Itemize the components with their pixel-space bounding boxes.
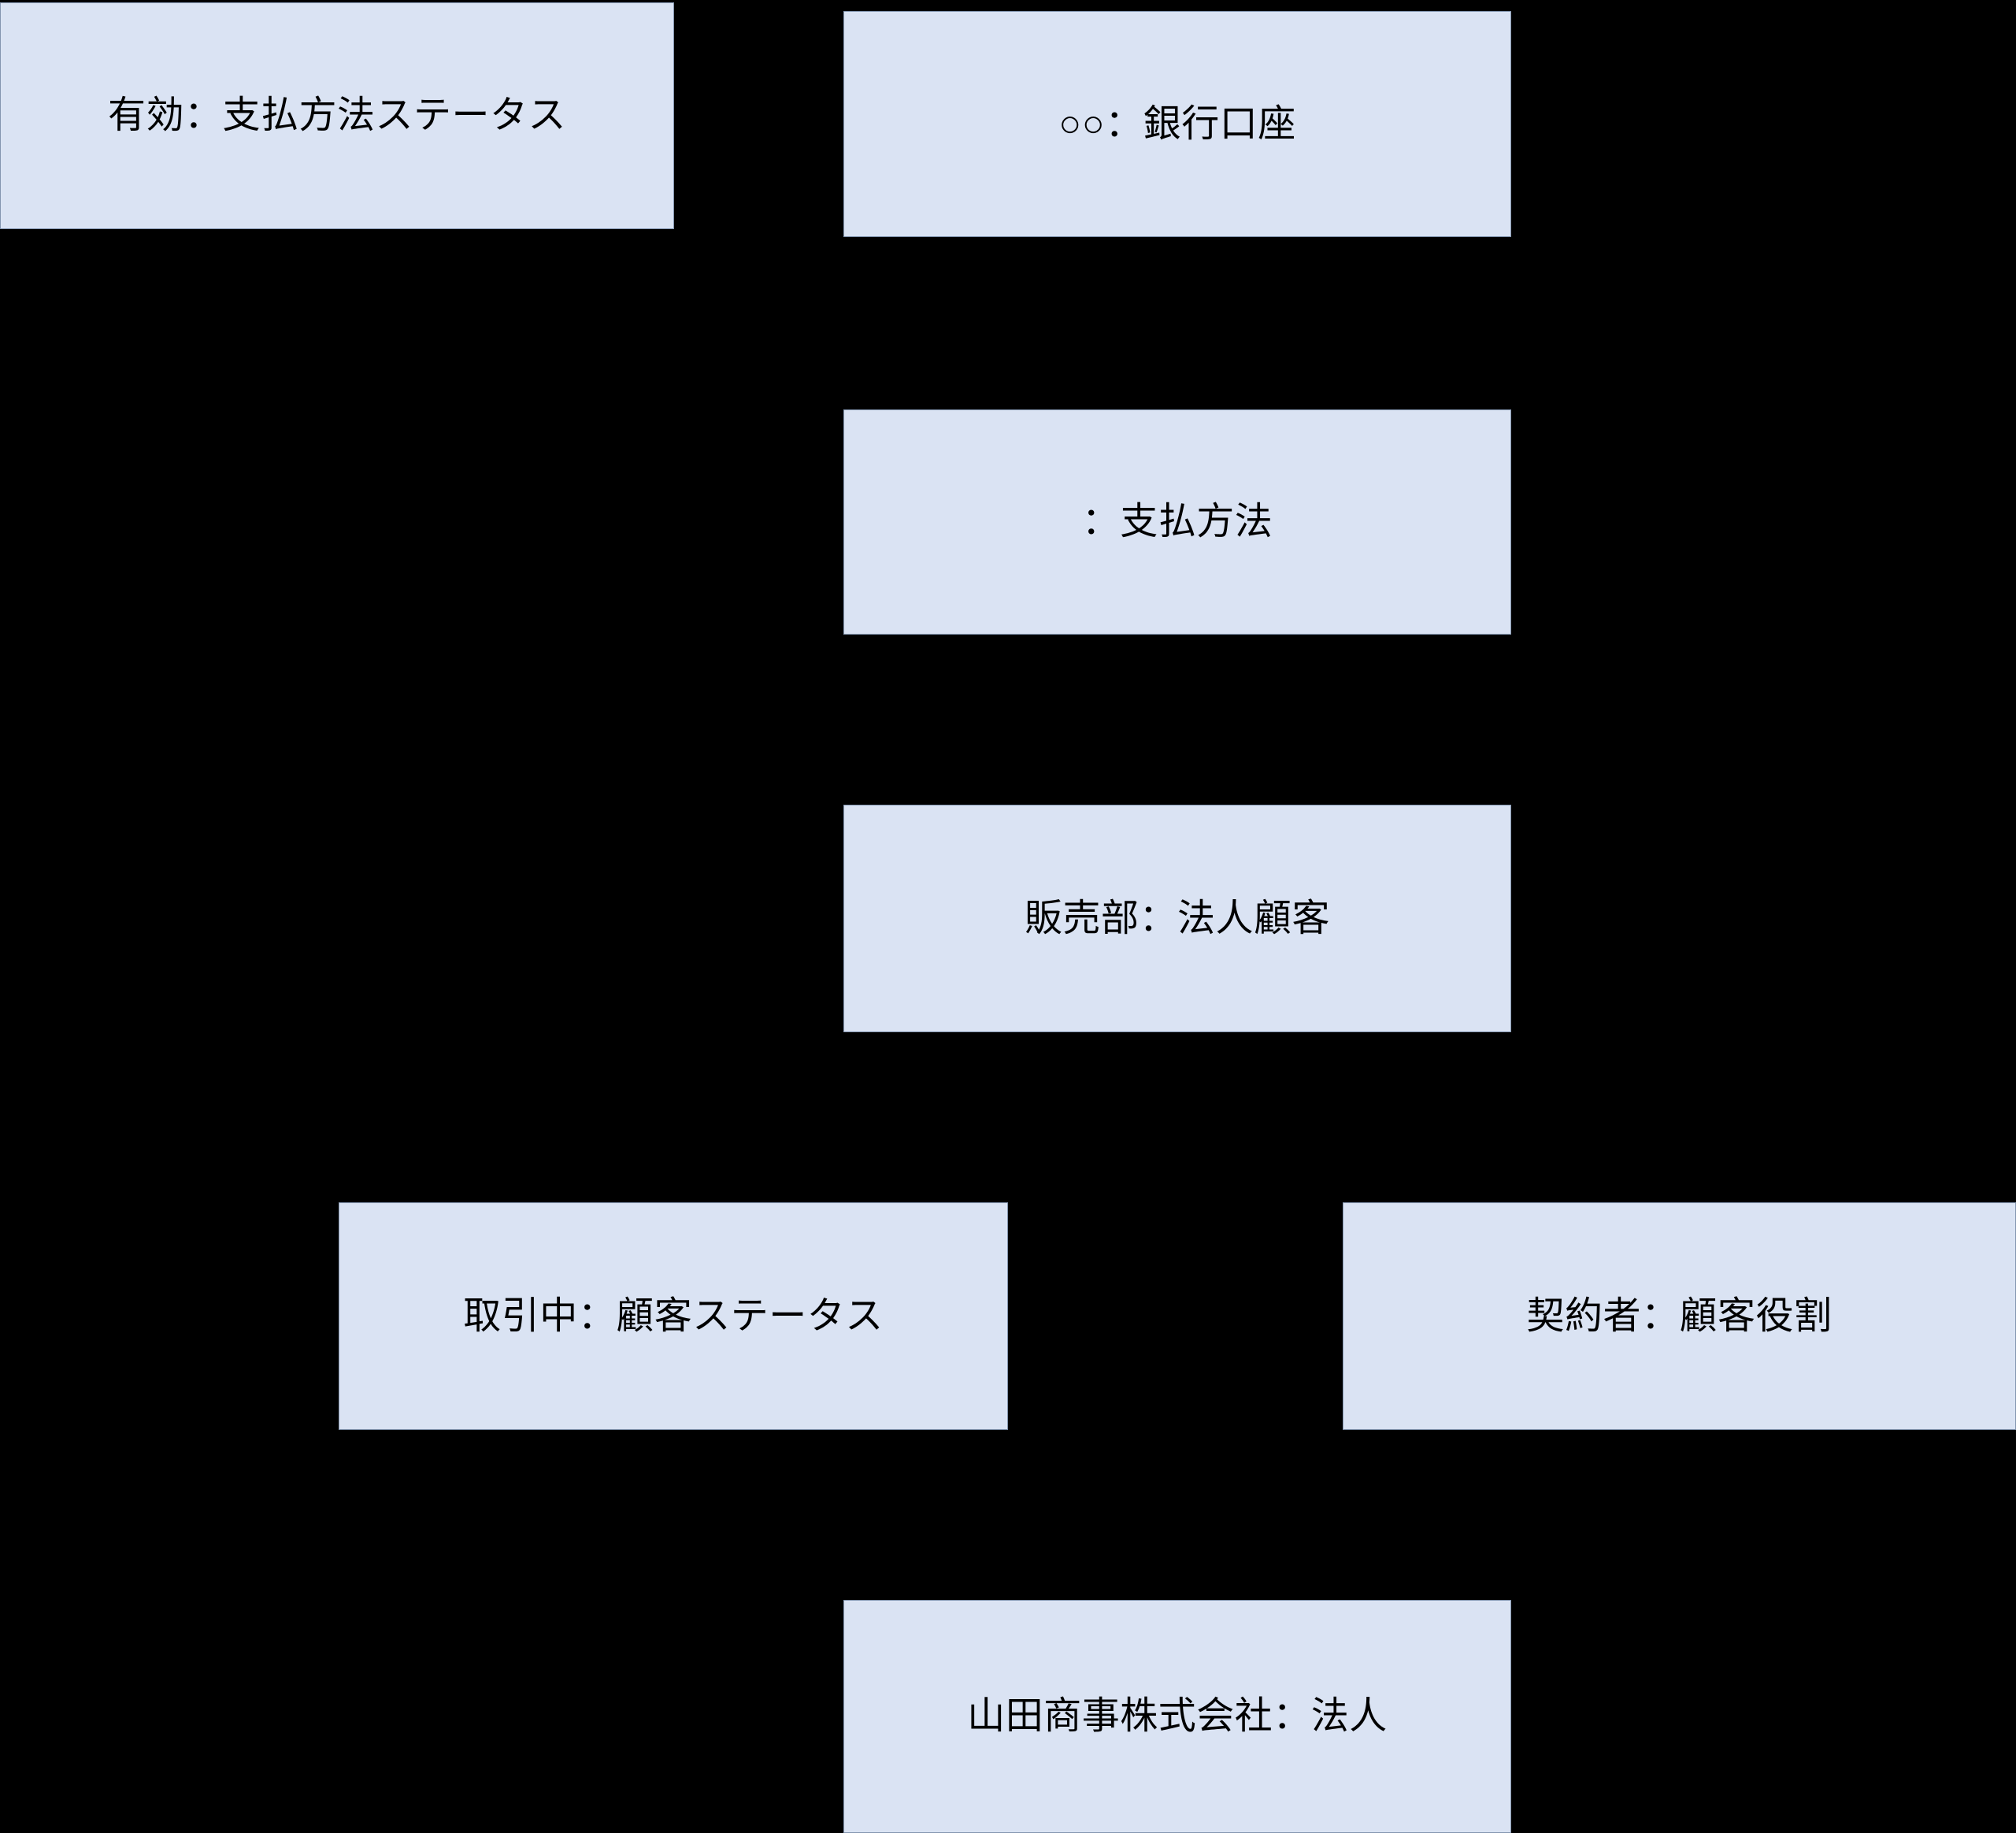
object-node-corporation[interactable]: 山田商事株式会社：法人 <box>843 1600 1511 1833</box>
object-node-payment-method-status[interactable]: 有効：支払方法ステータス <box>0 2 674 229</box>
object-node-label: 販売部：法人顧客 <box>1024 897 1330 939</box>
object-node-label: 取引中：顧客ステータス <box>463 1294 884 1337</box>
object-node-label: 山田商事株式会社：法人 <box>967 1695 1388 1738</box>
object-node-bank-account[interactable]: ○○：銀行口座 <box>843 11 1511 237</box>
object-node-customer-status[interactable]: 取引中：顧客ステータス <box>339 1202 1008 1430</box>
object-node-label: 契約者：顧客役割 <box>1526 1294 1833 1337</box>
object-node-corporate-customer[interactable]: 販売部：法人顧客 <box>843 805 1511 1032</box>
object-node-payment-method[interactable]: ：支払方法 <box>843 409 1511 635</box>
object-node-customer-role[interactable]: 契約者：顧客役割 <box>1343 1202 2016 1430</box>
object-node-label: ：支払方法 <box>1081 501 1273 543</box>
object-node-label: 有効：支払方法ステータス <box>107 94 566 137</box>
object-node-label: ○○：銀行口座 <box>1058 102 1296 145</box>
